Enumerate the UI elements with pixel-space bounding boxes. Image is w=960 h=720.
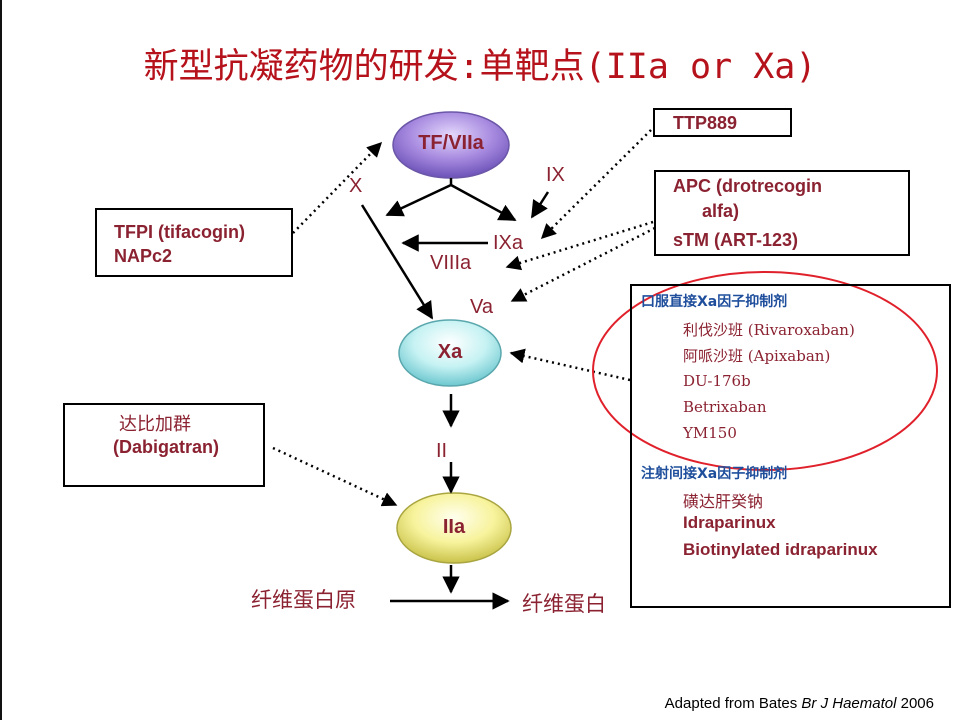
page-left-border — [0, 0, 2, 720]
factor-ixa-label: IXa — [493, 232, 524, 254]
inj-item-fondaparinux: 磺达肝癸钠 — [683, 492, 764, 511]
oral-item-ym150: YM150 — [683, 424, 737, 442]
factor-x-label: X — [349, 175, 363, 197]
fibrinogen-label: 纤维蛋白原 — [251, 588, 356, 612]
dabigatran-dotted-arrow — [272, 446, 398, 507]
ttp889-box — [653, 108, 792, 137]
dabigatran-line2: (Dabigatran) — [113, 437, 220, 457]
fibrin-label: 纤维蛋白 — [522, 592, 606, 616]
tfpi-line2: NAPc2 — [114, 246, 173, 266]
oral-xa-heading: 口服直接Xa因子抑制剂 — [641, 294, 788, 310]
tf-viia-label: TF/VIIa — [418, 132, 484, 154]
xa-inhibitors-box — [630, 284, 951, 608]
tfpi-line1: TFPI (tifacogin) — [114, 222, 245, 242]
dabigatran-box — [63, 403, 265, 487]
xa-node — [398, 319, 502, 387]
apc-to-va-dotted-arrow — [510, 226, 656, 303]
x-to-xa-arrow — [360, 204, 434, 320]
apc-line2: alfa) — [702, 201, 740, 221]
ix-to-ixa-arrow — [530, 191, 550, 219]
dabigatran-line1: 达比加群 — [119, 414, 191, 435]
source-citation: Adapted from Bates Br J Haematol 2006 — [665, 695, 934, 712]
tf-to-left-arrow — [385, 183, 452, 217]
oral-inhibitor-highlight-circle — [592, 271, 938, 471]
factor-va-label: Va — [470, 296, 493, 318]
tfpi-dotted-arrow — [292, 141, 383, 234]
inj-item-idraparinux: Idraparinux — [683, 513, 776, 532]
oral-item-rivaroxaban: 利伐沙班 (Rivaroxaban) — [683, 321, 855, 339]
xa-label: Xa — [437, 341, 463, 363]
page-title: 新型抗凝药物的研发:单靶点(IIa or Xa) — [143, 47, 817, 87]
inj-item-biotinylated-idraparinux: Biotinylated idraparinux — [683, 540, 878, 559]
oral-item-apixaban: 阿哌沙班 (Apixaban) — [683, 347, 831, 365]
factor-ix-label: IX — [546, 164, 565, 186]
source-year: 2006 — [896, 695, 934, 712]
ttp-dotted-arrow — [540, 129, 652, 240]
injectable-xa-heading: 注射间接Xa因子抑制剂 — [641, 466, 788, 482]
source-journal: Br J Haematol — [801, 695, 897, 712]
oral-item-du176b: DU-176b — [683, 372, 751, 390]
factor-ii-label: II — [436, 440, 448, 462]
tfpi-box — [95, 208, 293, 277]
apc-box — [654, 170, 910, 256]
apc-line1: APC (drotrecogin — [673, 176, 823, 196]
factor-viiia-label: VIIIa — [430, 252, 472, 274]
tf-to-ixa-arrow — [450, 183, 517, 222]
xa-inhibitor-dotted-arrow — [509, 348, 631, 382]
iia-label: IIa — [442, 516, 466, 538]
source-prefix: Adapted from Bates — [664, 695, 802, 712]
apc-to-viiia-dotted-arrow — [505, 220, 654, 271]
oral-item-betrixaban: Betrixaban — [683, 398, 767, 416]
ttp889-label: TTP889 — [673, 113, 738, 133]
apc-line3: sTM (ART-123) — [673, 230, 799, 250]
